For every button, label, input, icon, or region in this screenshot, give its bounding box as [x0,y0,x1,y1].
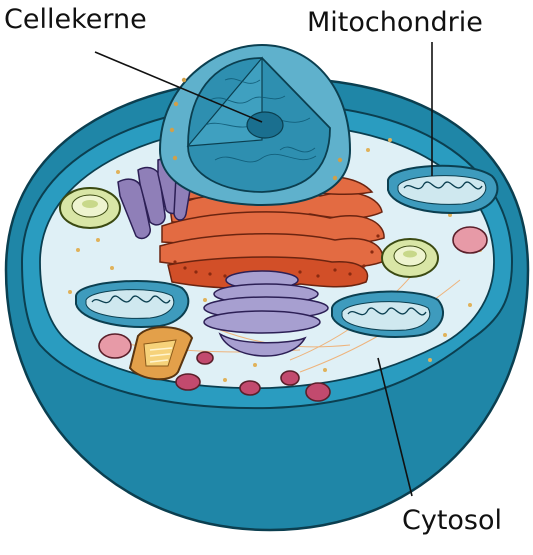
mitochondrion [331,290,444,338]
golgi-apparatus [203,270,329,357]
er-ribosomes [173,234,380,278]
nucleolus [246,111,284,139]
leader-lines [94,42,433,497]
centriole-pair [128,326,194,381]
leader-line-nucleus [94,51,263,123]
lysosome [59,187,121,229]
lysosome [381,238,439,278]
leader-line-cytosol [377,357,413,497]
mitochondrion [387,164,499,214]
vesicles [98,226,488,402]
nucleus [158,43,352,207]
label-nucleus: Cellekerne [4,4,147,35]
nuclear-pores [169,77,343,181]
mitochondrion [75,280,190,328]
label-mitochondria: Mitochondrie [307,7,483,38]
label-cytosol: Cytosol [402,505,503,536]
